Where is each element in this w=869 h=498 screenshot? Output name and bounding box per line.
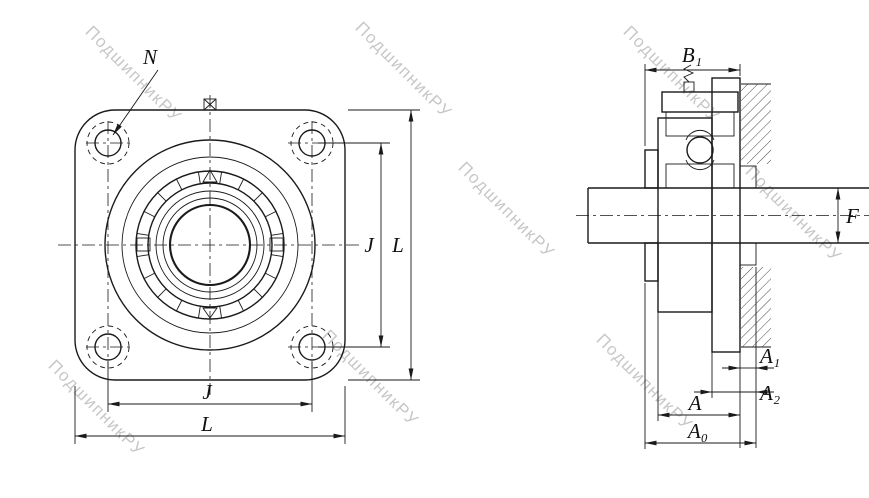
dim-label-b1: B₁ <box>682 43 702 67</box>
dim-label-a0: A₀ <box>686 419 708 443</box>
centerlines <box>58 95 362 395</box>
shaft <box>576 187 869 244</box>
side-view-section: B₁ F A₁ A₂ <box>576 43 869 449</box>
ball <box>686 136 714 164</box>
outer-ring-section <box>665 111 735 137</box>
dim-label-shaft-diameter-f: F <box>845 204 859 228</box>
front-view-flange-unit: N J L J L <box>58 45 420 444</box>
bearing-internals <box>665 64 735 189</box>
side-view-dimensions: B₁ F A₁ A₂ <box>644 43 859 449</box>
inner-ring-section <box>665 163 735 189</box>
dim-label-bolt-spacing-horizontal: J <box>202 380 213 404</box>
housing-section <box>644 77 757 353</box>
front-view-dimensions: N J L J L <box>74 45 420 444</box>
dim-label-flange-height: L <box>391 233 404 257</box>
bearing-rings <box>104 139 316 351</box>
setscrew-and-lube-marks <box>136 98 284 319</box>
dim-label-bolt-spacing-vertical: J <box>364 233 375 257</box>
dim-label-flange-width: L <box>200 412 213 436</box>
dim-label-bolt-hole-n: N <box>142 45 158 69</box>
dim-label-a2: A₂ <box>758 381 780 405</box>
dim-label-a: A <box>687 391 702 415</box>
grease-fitting <box>683 64 695 93</box>
dim-label-a1: A₁ <box>758 344 780 368</box>
